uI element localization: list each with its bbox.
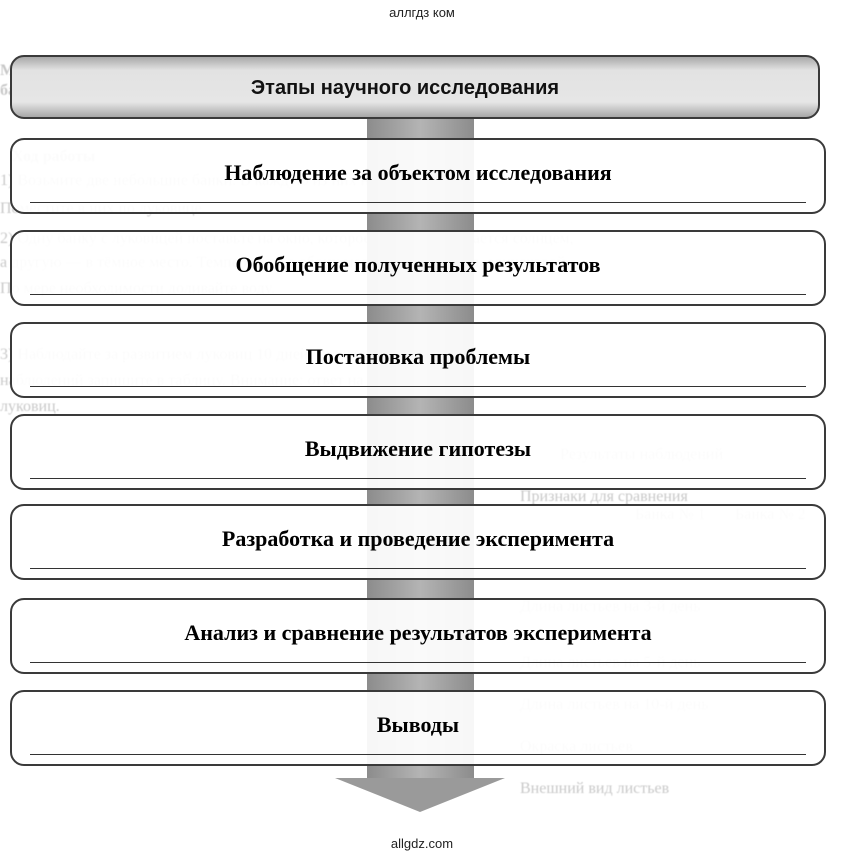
watermark-top: аллгдз ком	[389, 5, 455, 20]
stage-title: Выводы	[376, 712, 460, 737]
stage-title: Разработка и проведение эксперимента	[221, 526, 615, 551]
flow-arrow-head	[335, 778, 505, 812]
stage-title: Анализ и сравнение результатов экспериме…	[184, 620, 652, 645]
stage-title: Обобщение полученных результатов	[235, 252, 601, 277]
stage-title: Наблюдение за объектом исследования	[224, 160, 612, 185]
watermark-bottom: allgdz.com	[390, 836, 454, 851]
answer-line	[30, 386, 806, 387]
stage-box: Выдвижение гипотезы	[10, 414, 826, 490]
answer-line	[30, 754, 806, 755]
stage-box: Разработка и проведение эксперимента	[10, 504, 826, 580]
stage-box: Наблюдение за объектом исследования	[10, 138, 826, 214]
stage-box: Обобщение полученных результатов	[10, 230, 826, 306]
stage-title: Выдвижение гипотезы	[304, 436, 532, 461]
answer-line	[30, 202, 806, 203]
stage-box: Постановка проблемы	[10, 322, 826, 398]
stage-box: Анализ и сравнение результатов экспериме…	[10, 598, 826, 674]
answer-line	[30, 662, 806, 663]
stage-title: Постановка проблемы	[305, 344, 531, 369]
answer-line	[30, 478, 806, 479]
answer-line	[30, 568, 806, 569]
answer-line	[30, 294, 806, 295]
stage-box: Выводы	[10, 690, 826, 766]
scan-line: Внешний вид листьев	[520, 780, 670, 797]
diagram-title: Этапы научного исследования	[250, 76, 560, 99]
diagram-header: Этапы научного исследования	[10, 55, 820, 119]
